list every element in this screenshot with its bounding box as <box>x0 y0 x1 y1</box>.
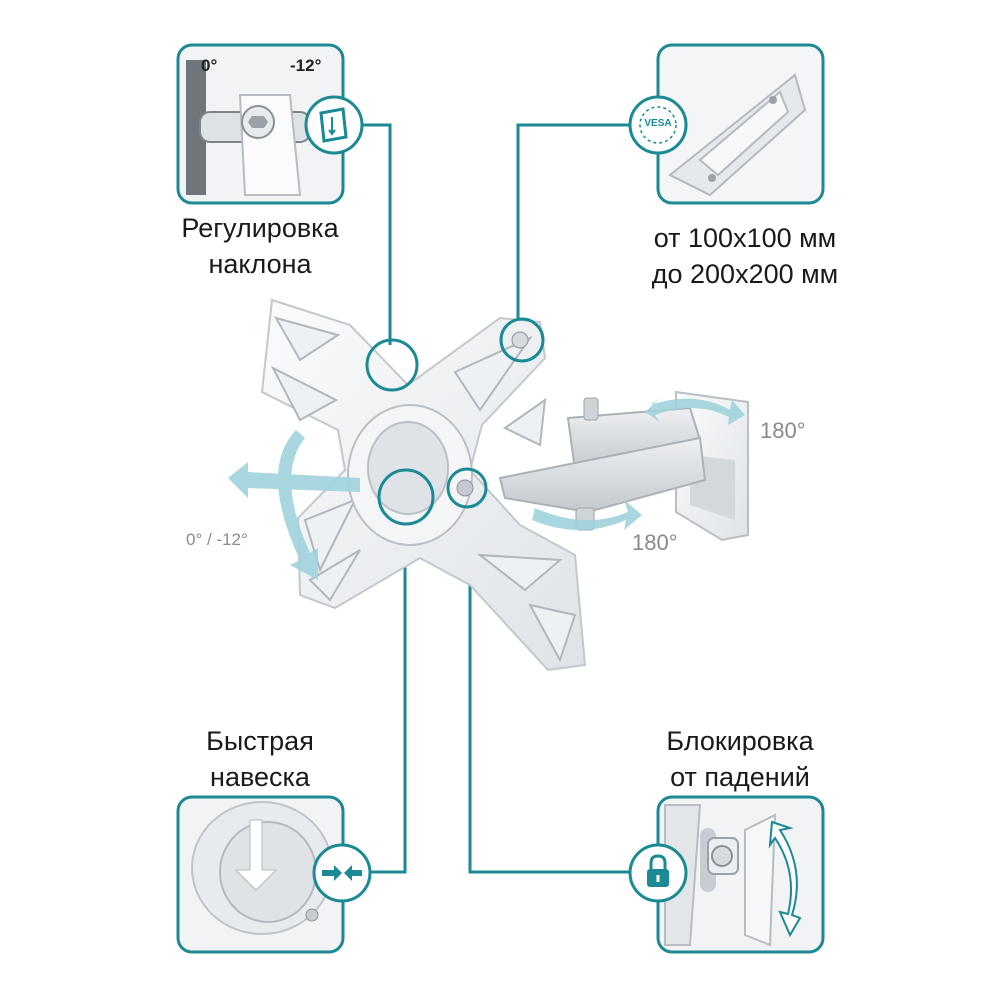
lock-inset <box>628 795 825 954</box>
wall-swivel-label: 180° <box>760 418 806 443</box>
tilt-inset-left-angle: 0° <box>201 56 218 75</box>
lock-label-line1: Блокировка <box>666 726 814 756</box>
vesa-label-line1: от 100х100 мм <box>653 223 837 253</box>
swing-arm <box>498 397 707 531</box>
quick-mount-inset <box>176 795 372 954</box>
vesa-icon <box>639 106 677 144</box>
tilt-icon <box>319 107 348 143</box>
lock-highlight <box>446 467 488 509</box>
vesa-badge: VESA <box>644 118 672 129</box>
tilt-inset-right-angle: -12° <box>290 56 322 75</box>
quick-mount-icon <box>322 865 362 881</box>
vesa-label: от 100х100 мм до 200х200 мм <box>630 220 860 292</box>
vesa-highlight <box>499 317 545 363</box>
tilt-arrow-horizontal <box>228 462 360 498</box>
lock-connector <box>468 500 632 874</box>
lock-label-line2: от падений <box>670 762 810 792</box>
connector-lines <box>360 123 632 874</box>
vesa-connector <box>516 123 632 320</box>
wall-swivel-arrow <box>645 398 745 425</box>
tilt-label-line1: Регулировка <box>181 213 339 243</box>
vesa-label-line2: до 200х200 мм <box>651 259 839 289</box>
tilt-label-line2: наклона <box>208 249 312 279</box>
tilt-highlight <box>365 338 419 392</box>
tilt-arrow-vertical <box>277 430 318 580</box>
quick-mount-highlight <box>377 468 435 526</box>
arm-swivel-label: 180° <box>632 530 678 555</box>
quick-mount-connector <box>370 513 407 874</box>
lock-rotation-arrow <box>768 820 802 938</box>
quick-mount-label: Быстрая навеска <box>160 723 360 795</box>
highlight-circles <box>365 317 545 526</box>
arm-swivel-arrow <box>532 500 642 530</box>
lock-label: Блокировка от падений <box>640 723 840 795</box>
vesa-inset <box>628 43 825 205</box>
tilt-inset <box>176 43 364 205</box>
tilt-range-label: 0° / -12° <box>186 530 248 549</box>
quick-mount-label-line1: Быстрая <box>206 726 314 756</box>
quick-mount-label-line2: навеска <box>210 762 310 792</box>
lock-icon <box>647 854 669 887</box>
tilt-connector <box>360 123 392 345</box>
rotation-arrows <box>228 398 745 580</box>
tilt-label: Регулировка наклона <box>160 210 360 282</box>
